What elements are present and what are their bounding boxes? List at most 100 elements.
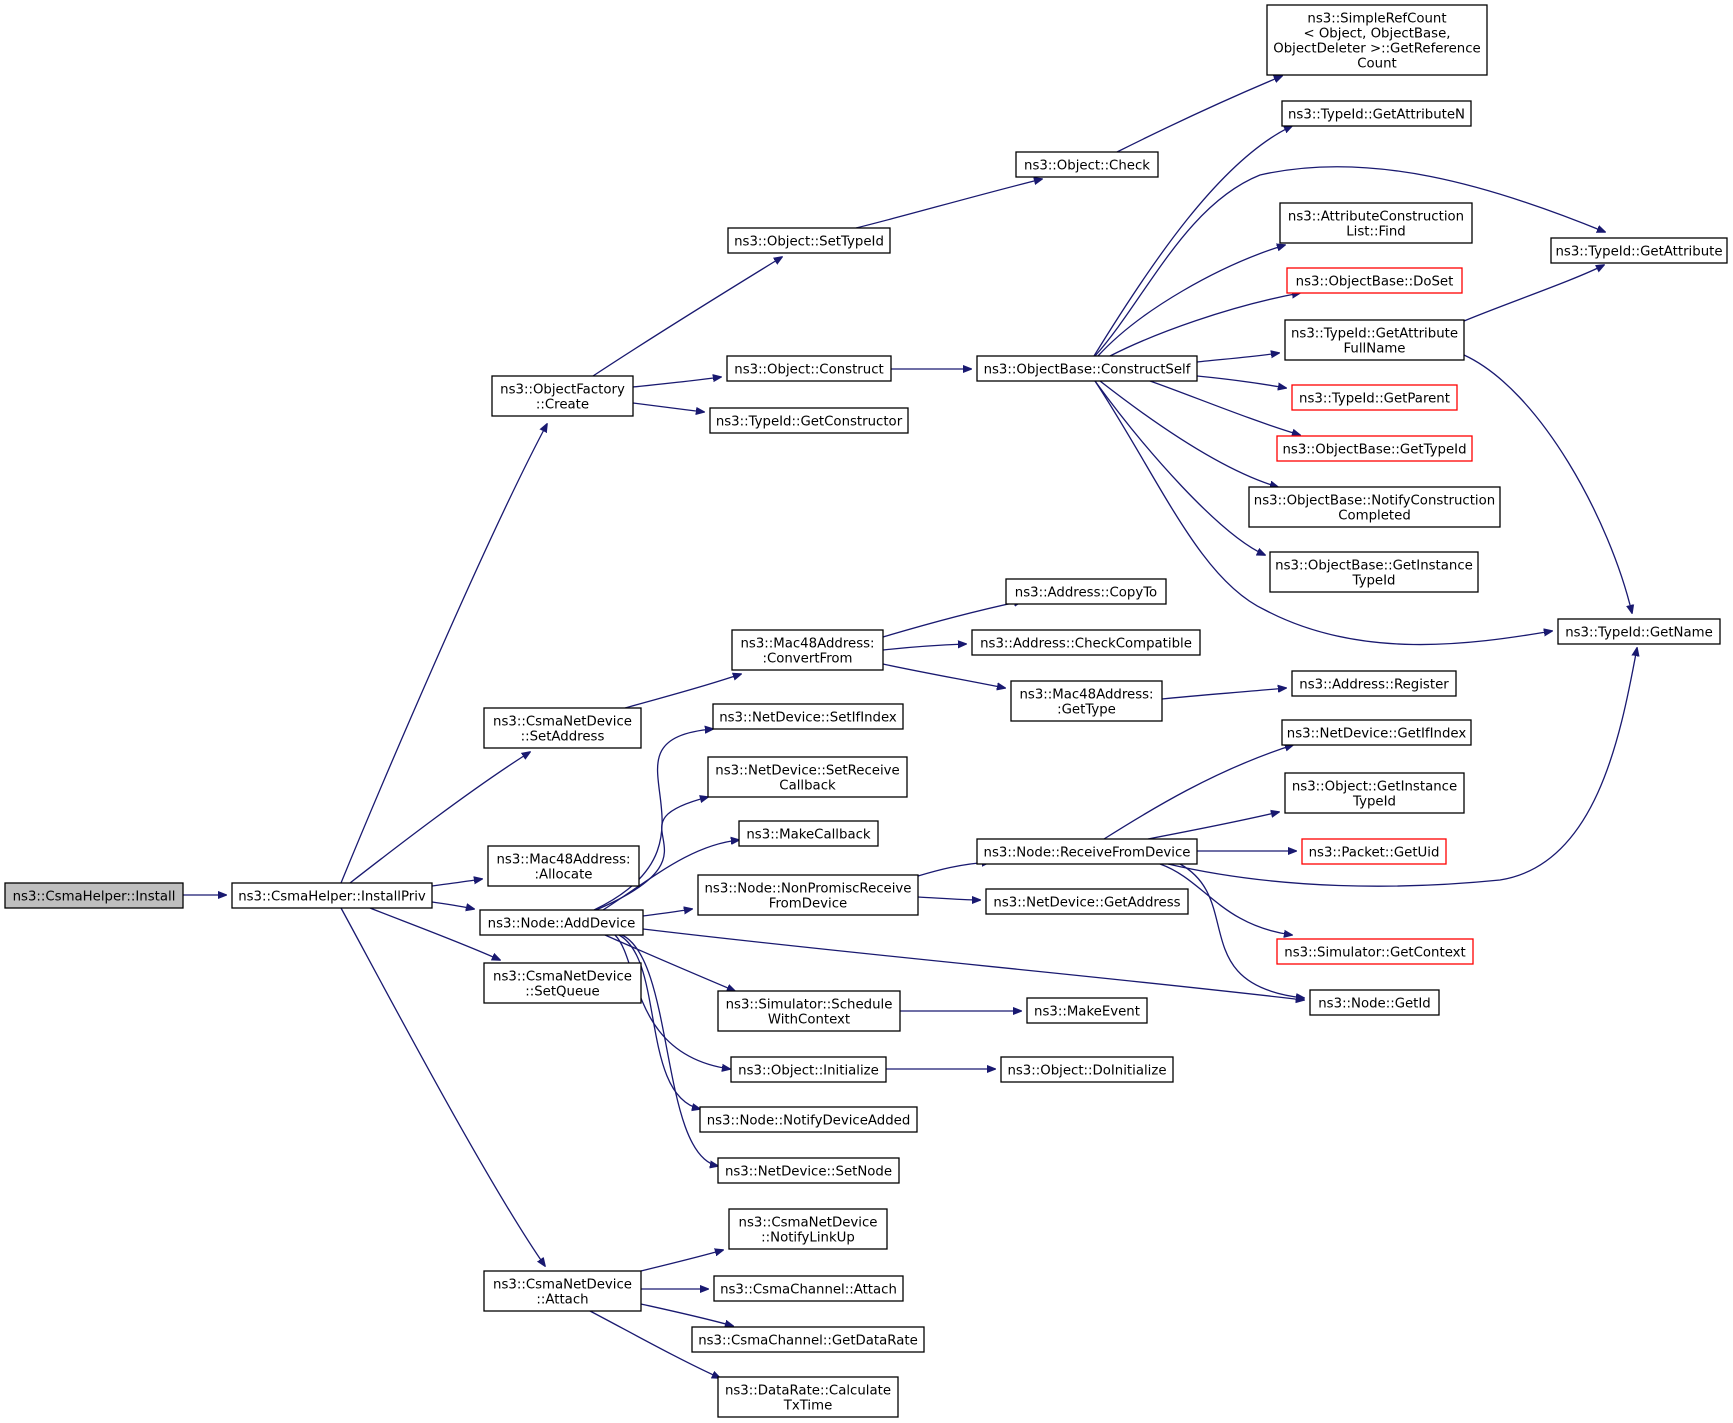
node-label-line: ns3::Object::Construct: [734, 363, 883, 378]
node-doset[interactable]: ns3::ObjectBase::DoSet: [1286, 267, 1463, 294]
node-factory-create[interactable]: ns3::ObjectFactory::Create: [491, 375, 634, 417]
node-label-line: ns3::TypeId::GetAttribute: [1555, 245, 1722, 260]
node-getconstructor[interactable]: ns3::TypeId::GetConstructor: [709, 407, 909, 434]
node-label-line: TxTime: [783, 1399, 833, 1414]
call-arrow: [1159, 863, 1292, 935]
node-label-line: ns3::CsmaChannel::GetDataRate: [698, 1334, 918, 1349]
node-chan-attach[interactable]: ns3::CsmaChannel::Attach: [713, 1275, 904, 1302]
node-initialize[interactable]: ns3::Object::Initialize: [730, 1056, 887, 1083]
node-label-line: WithContext: [768, 1013, 850, 1028]
node-notifydeviceadded[interactable]: ns3::Node::NotifyDeviceAdded: [699, 1106, 918, 1133]
call-edge-installpriv-to-attach: [340, 907, 545, 1266]
call-arrow: [882, 601, 1022, 638]
node-getrefcount[interactable]: ns3::SimpleRefCount< Object, ObjectBase,…: [1266, 4, 1488, 76]
call-arrow: [592, 257, 782, 377]
node-ob-gettypeid[interactable]: ns3::ObjectBase::GetTypeId: [1276, 435, 1473, 462]
node-label-line: ::NotifyLinkUp: [761, 1231, 855, 1246]
node-label-line: ns3::NetDevice::SetReceive: [715, 764, 899, 779]
node-label-line: ns3::ObjectBase::DoSet: [1296, 275, 1454, 290]
node-adddevice[interactable]: ns3::Node::AddDevice: [479, 909, 644, 936]
node-checkcompatible[interactable]: ns3::Address::CheckCompatible: [971, 629, 1201, 656]
call-edge-factory_create-to-construct: [632, 377, 721, 388]
node-box: [1279, 202, 1473, 244]
node-getparent[interactable]: ns3::TypeId::GetParent: [1291, 384, 1458, 411]
call-arrow: [882, 644, 966, 651]
node-getattribute[interactable]: ns3::TypeId::GetAttribute: [1550, 237, 1728, 264]
call-edge-factory_create-to-getconstructor: [632, 402, 704, 412]
node-mac-gettype[interactable]: ns3::Mac48Address::GetType: [1010, 680, 1163, 722]
node-sim-getcontext[interactable]: ns3::Simulator::GetContext: [1276, 938, 1474, 965]
node-box: [1550, 237, 1728, 264]
node-makecallback[interactable]: ns3::MakeCallback: [738, 820, 879, 847]
node-getdatarate[interactable]: ns3::CsmaChannel::GetDataRate: [691, 1326, 925, 1353]
node-attach[interactable]: ns3::CsmaNetDevice::Attach: [483, 1270, 642, 1312]
call-arrow: [1103, 745, 1293, 840]
node-packet-getuid[interactable]: ns3::Packet::GetUid: [1301, 838, 1447, 865]
node-allocate[interactable]: ns3::Mac48Address::Allocate: [487, 845, 640, 887]
call-arrow: [632, 402, 704, 412]
node-label-line: Count: [1357, 57, 1397, 72]
node-makeevent[interactable]: ns3::MakeEvent: [1026, 997, 1148, 1024]
node-receivefrom[interactable]: ns3::Node::ReceiveFromDevice: [976, 838, 1198, 865]
node-node-getid[interactable]: ns3::Node::GetId: [1309, 989, 1440, 1016]
node-getaddress[interactable]: ns3::NetDevice::GetAddress: [985, 888, 1189, 915]
call-edge-constructself-to-notifyconstruction: [1099, 380, 1278, 487]
call-arrow: [1097, 245, 1285, 357]
call-edge-adddevice-to-setnode: [621, 934, 718, 1166]
node-box: [1291, 384, 1458, 411]
call-edge-getattrfullname-to-getattribute: [1463, 265, 1604, 322]
call-arrow: [369, 907, 500, 960]
node-label-line: ns3::Address::CheckCompatible: [980, 637, 1192, 652]
node-notifylinkup[interactable]: ns3::CsmaNetDevice::NotifyLinkUp: [728, 1208, 888, 1250]
node-box: [1276, 435, 1473, 462]
call-edge-constructself-to-getname: [1094, 380, 1552, 646]
call-arrow: [431, 879, 482, 887]
node-setnode[interactable]: ns3::NetDevice::SetNode: [717, 1157, 900, 1184]
node-label-line: ns3::Object::Initialize: [738, 1064, 879, 1079]
node-doinitialize[interactable]: ns3::Object::DoInitialize: [1000, 1056, 1174, 1083]
call-arrow: [621, 934, 718, 1166]
node-notifyconstruction[interactable]: ns3::ObjectBase::NotifyConstructionCompl…: [1248, 486, 1501, 528]
node-setqueue[interactable]: ns3::CsmaNetDevice::SetQueue: [483, 962, 642, 1004]
node-label-line: ns3::CsmaHelper::InstallPriv: [238, 890, 426, 905]
node-constructself[interactable]: ns3::ObjectBase::ConstructSelf: [976, 355, 1198, 382]
node-getname[interactable]: ns3::TypeId::GetName: [1557, 618, 1721, 645]
node-check[interactable]: ns3::Object::Check: [1015, 151, 1159, 178]
node-convertfrom[interactable]: ns3::Mac48Address::ConvertFrom: [731, 629, 884, 671]
call-arrow: [618, 934, 700, 1109]
node-installpriv[interactable]: ns3::CsmaHelper::InstallPriv: [231, 882, 433, 909]
node-install[interactable]: ns3::CsmaHelper::Install: [4, 882, 184, 909]
node-label-line: ::SetAddress: [521, 730, 605, 745]
node-box: [483, 962, 642, 1004]
call-edges: [183, 76, 1637, 1378]
node-register[interactable]: ns3::Address::Register: [1291, 670, 1457, 697]
node-getattributen[interactable]: ns3::TypeId::GetAttributeN: [1281, 100, 1472, 127]
call-arrow: [1161, 688, 1286, 700]
call-edge-adddevice-to-node_getid: [642, 928, 1304, 1000]
call-edge-attach-to-getdatarate: [640, 1303, 733, 1326]
node-label-line: ns3::Mac48Address:: [740, 637, 874, 652]
call-edge-adddevice-to-initialize: [614, 934, 730, 1069]
node-settypeid[interactable]: ns3::Object::SetTypeId: [727, 227, 891, 254]
node-setaddress[interactable]: ns3::CsmaNetDevice::SetAddress: [483, 707, 642, 749]
node-box: [712, 703, 904, 730]
node-box: [697, 874, 919, 916]
node-getifindex[interactable]: ns3::NetDevice::GetIfIndex: [1281, 719, 1472, 746]
node-label-line: ns3::TypeId::GetAttributeN: [1288, 108, 1465, 123]
call-edge-adddevice-to-nonpromisc: [642, 909, 692, 917]
call-arrow: [1116, 76, 1282, 153]
call-arrow: [1149, 380, 1300, 435]
node-setifindex[interactable]: ns3::NetDevice::SetIfIndex: [712, 703, 904, 730]
node-copyto[interactable]: ns3::Address::CopyTo: [1005, 578, 1167, 605]
node-construct[interactable]: ns3::Object::Construct: [726, 355, 892, 382]
call-arrow: [340, 424, 547, 884]
node-label-line: ns3::CsmaHelper::Install: [13, 890, 176, 905]
